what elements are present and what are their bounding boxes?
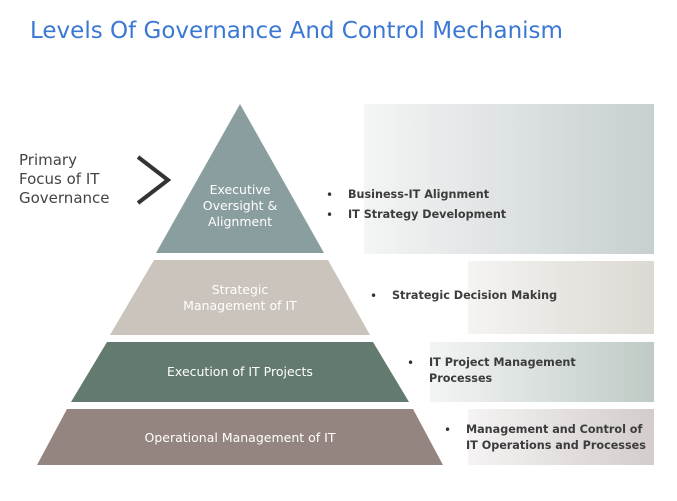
primary-focus-line: Governance bbox=[19, 189, 110, 207]
bullet-text: Strategic Decision Making bbox=[392, 289, 558, 302]
bullet-icon: • bbox=[444, 423, 452, 437]
bullet-text: IT Project Management Processes bbox=[429, 356, 576, 385]
list-item: • IT Project Management Processes bbox=[407, 355, 576, 387]
level-3-panel bbox=[430, 342, 654, 402]
pyramid-tier-execution bbox=[71, 342, 409, 402]
level-4-panel bbox=[468, 409, 654, 465]
tier-label-operational: Operational Management of IT bbox=[70, 430, 410, 446]
tier-label-line: Management of IT bbox=[183, 298, 297, 313]
chevron-right-icon bbox=[136, 155, 172, 205]
primary-focus-line: Primary bbox=[19, 151, 77, 169]
primary-focus-label: Primary Focus of IT Governance bbox=[19, 151, 137, 208]
bullet-icon: • bbox=[326, 208, 334, 222]
bullet-icon: • bbox=[370, 289, 378, 303]
pyramid-tier-operational bbox=[37, 409, 443, 465]
level-4-bullets: • Management and Control of IT Operation… bbox=[444, 422, 646, 458]
tier-label-executive: Executive Oversight & Alignment bbox=[168, 182, 312, 230]
level-1-panel bbox=[364, 104, 654, 254]
bullet-text: Business-IT Alignment bbox=[348, 188, 490, 201]
level-2-bullets: • Strategic Decision Making bbox=[370, 288, 557, 308]
level-2-panel bbox=[468, 261, 654, 334]
bullet-icon: • bbox=[326, 188, 334, 202]
pyramid-tier-executive bbox=[156, 104, 324, 253]
bullet-icon: • bbox=[407, 356, 415, 370]
tier-label-strategic: Strategic Management of IT bbox=[140, 282, 340, 314]
level-1-bullets: • Business-IT Alignment • IT Strategy De… bbox=[326, 187, 506, 227]
tier-label-execution: Execution of IT Projects bbox=[110, 364, 370, 380]
tier-label-line: Operational Management of IT bbox=[144, 430, 336, 445]
tier-label-line: Alignment bbox=[207, 214, 273, 229]
page-title: Levels Of Governance And Control Mechani… bbox=[30, 18, 563, 44]
level-3-bullets: • IT Project Management Processes bbox=[407, 355, 576, 391]
tier-label-line: Oversight & bbox=[202, 198, 278, 213]
list-item: • Management and Control of IT Operation… bbox=[444, 422, 646, 454]
primary-focus-line: Focus of IT bbox=[19, 170, 100, 188]
tier-label-line: Strategic bbox=[211, 282, 269, 297]
bullet-text: IT Strategy Development bbox=[348, 208, 507, 221]
bullet-text: Management and Control of IT Operations … bbox=[466, 423, 646, 452]
pyramid-tier-strategic bbox=[110, 260, 370, 335]
tier-label-line: Executive bbox=[209, 182, 271, 197]
list-item: • Strategic Decision Making bbox=[370, 288, 557, 304]
tier-label-line: Execution of IT Projects bbox=[167, 364, 313, 379]
list-item: • IT Strategy Development bbox=[326, 207, 506, 223]
list-item: • Business-IT Alignment bbox=[326, 187, 506, 203]
